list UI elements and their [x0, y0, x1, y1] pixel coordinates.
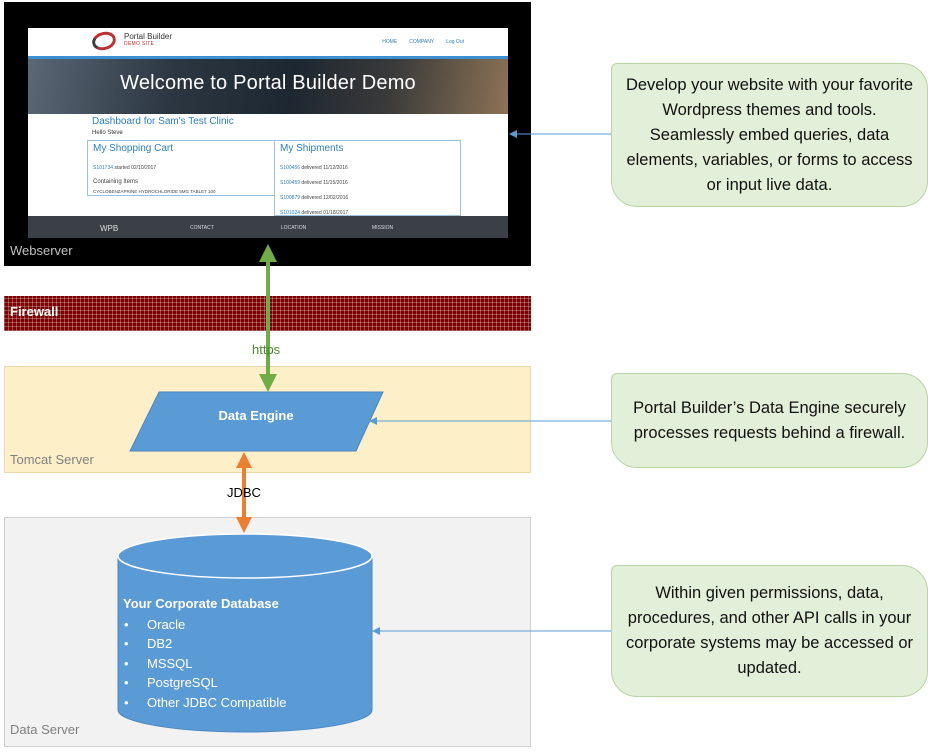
footer-brand: WPB	[100, 224, 119, 233]
jdbc-label: JDBC	[227, 485, 261, 500]
shipments-title: My Shipments	[280, 143, 344, 154]
database-list: Oracle DB2 MSSQL PostgreSQL Other JDBC C…	[123, 615, 286, 712]
shipment-status: delivered 01/18/2017	[301, 210, 349, 216]
hero-accent-strip	[28, 56, 508, 59]
shipment-status: delivered 12/02/2016	[301, 195, 349, 201]
cart-items-label: Containing Items	[93, 179, 139, 185]
website-screenshot: Portal Builder DEMO SITE HOME COMPANY Lo…	[28, 28, 508, 238]
data-engine-callout: Portal Builder’s Data Engine securely pr…	[611, 373, 928, 468]
cart-order-status: started 02/10/2017	[114, 165, 157, 171]
database-item: MSSQL	[123, 654, 286, 674]
database-item: PostgreSQL	[123, 673, 286, 693]
footer-mission-link[interactable]: MISSION	[372, 225, 394, 231]
database-callout: Within given permissions, data, procedur…	[611, 565, 928, 697]
greeting-text: Hello Steve	[92, 130, 123, 136]
shipment-status: delivered 11/12/2016	[301, 165, 348, 171]
shipment-row: S101024 delivered 01/18/2017	[280, 210, 348, 216]
site-footer: WPB CONTACT LOCATION MISSION	[28, 216, 508, 238]
shipment-link[interactable]: S100459	[280, 180, 301, 186]
shipment-link[interactable]: S101024	[280, 210, 301, 216]
database-item: Other JDBC Compatible	[123, 693, 286, 713]
data-server-label: Data Server	[10, 722, 80, 737]
cart-order-link[interactable]: S101734	[93, 165, 114, 171]
cart-item: CYCLOBENZAPRINE HYDROCHLORIDE 5MG TABLET…	[93, 189, 216, 194]
hero-title: Welcome to Portal Builder Demo	[120, 72, 416, 94]
site-nav-links: HOME COMPANY Log Out	[382, 39, 464, 45]
shipments-panel: My Shipments S100456 delivered 11/12/201…	[274, 140, 461, 216]
shipment-link[interactable]: S100879	[280, 195, 301, 201]
shipment-row: S100459 delivered 11/15/2016	[280, 180, 348, 186]
logo-title: Portal Builder	[124, 32, 173, 41]
logo-subtitle: DEMO SITE	[124, 41, 155, 47]
shopping-cart-panel: My Shopping Cart S101734 started 02/10/2…	[87, 140, 275, 196]
shipment-row: S100456 delivered 11/12/2016	[280, 165, 348, 171]
https-double-arrow	[259, 244, 277, 392]
webserver-label: Webserver	[10, 243, 73, 258]
nav-home-link[interactable]: HOME	[382, 39, 398, 45]
https-label: https	[252, 342, 281, 357]
database-item: Oracle	[123, 615, 286, 635]
nav-logout-link[interactable]: Log Out	[446, 39, 464, 45]
nav-company-link[interactable]: COMPANY	[409, 39, 435, 45]
database-title: Your Corporate Database	[123, 596, 279, 611]
jdbc-double-arrow	[236, 452, 252, 533]
shipment-link[interactable]: S100456	[280, 165, 301, 171]
data-engine-shape	[129, 391, 384, 452]
tomcat-server-label: Tomcat Server	[10, 452, 94, 467]
dashboard-title: Dashboard for Sam's Test Clinic	[92, 116, 234, 127]
database-item: DB2	[123, 634, 286, 654]
site-nav-bar: Portal Builder DEMO SITE HOME COMPANY Lo…	[28, 28, 508, 56]
data-engine-label: Data Engine	[218, 408, 294, 423]
webserver-callout: Develop your website with your favorite …	[611, 63, 928, 207]
site-hero-banner: Welcome to Portal Builder Demo	[28, 56, 508, 114]
footer-location-link[interactable]: LOCATION	[281, 225, 307, 231]
cart-order-line: S101734 started 02/10/2017	[93, 165, 156, 171]
shipment-status: delivered 11/15/2016	[301, 180, 348, 186]
firewall-label: Firewall	[10, 304, 59, 319]
shopping-cart-title: My Shopping Cart	[93, 143, 174, 154]
footer-contact-link[interactable]: CONTACT	[190, 225, 214, 231]
shipment-row: S100879 delivered 12/02/2016	[280, 195, 348, 201]
